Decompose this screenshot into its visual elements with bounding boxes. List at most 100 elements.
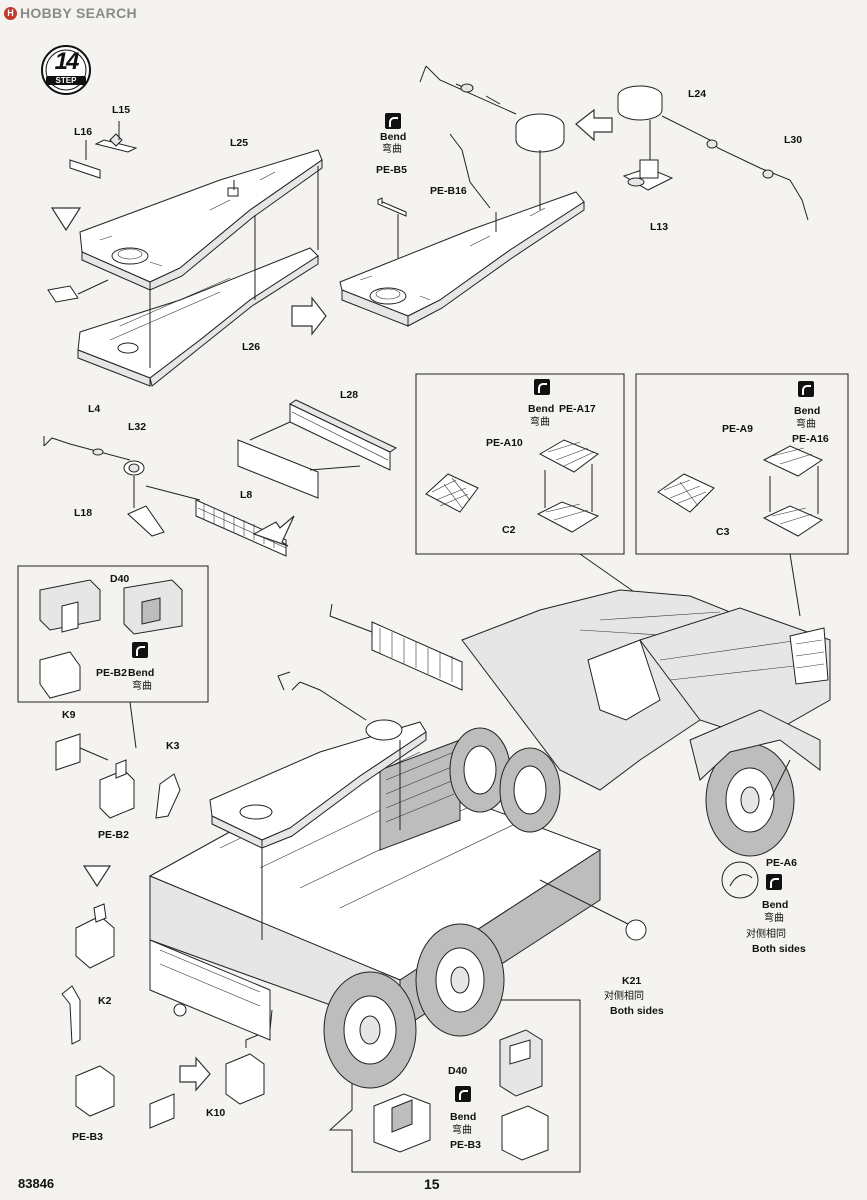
floor-plate-on-truck	[209, 671, 427, 940]
label-PE-B3-bottom: PE-B3	[450, 1139, 481, 1151]
label-PE-B16: PE-B16	[430, 185, 467, 197]
part-L15-drawing	[94, 121, 138, 153]
part-L18-drawing	[127, 505, 165, 537]
label-L15: L15	[112, 104, 131, 116]
step-badge: 14 STEP	[40, 44, 92, 96]
bend-label-pe-a6: Bend	[762, 899, 789, 911]
label-PE-A10: PE-A10	[486, 437, 523, 449]
grid-rack-on-truck	[329, 603, 463, 691]
right-arrow-2	[179, 1056, 211, 1092]
mudguard-part	[789, 627, 829, 685]
box-d40-bottom-drawing	[373, 1029, 549, 1161]
bend-icon-pe-b5	[385, 113, 401, 129]
hinge-lower-left	[75, 903, 115, 969]
label-PE-A6: PE-A6	[766, 857, 797, 869]
bend-label-zh-pe-a6: 弯曲	[764, 913, 784, 924]
bend-label-zh-pe-a17: 弯曲	[530, 417, 550, 428]
part-PE-B3-drawing	[75, 1065, 115, 1117]
label-C2: C2	[502, 524, 516, 536]
both-sides-en-k21: Both sides	[610, 1005, 664, 1017]
label-D40-bottom: D40	[448, 1065, 468, 1077]
brand-text: HOBBY SEARCH	[20, 5, 137, 21]
label-L4: L4	[88, 403, 101, 415]
part-L4-drawing	[43, 436, 131, 461]
part-L24-drawing	[617, 85, 809, 221]
hobby-search-logo-icon: H	[4, 6, 17, 20]
hinge-bottom-centre	[225, 1009, 273, 1105]
label-PE-B5: PE-B5	[376, 164, 407, 176]
bend-icon-pe-a16	[798, 381, 814, 397]
left-down-arrow	[252, 515, 295, 547]
left-arrow-1	[575, 108, 613, 142]
step-number: 14	[54, 48, 80, 75]
down-arrow-1	[50, 207, 82, 232]
label-PE-B2-top: PE-B2	[96, 667, 127, 679]
footer-page-number: 15	[424, 1176, 440, 1192]
part-L8-drawing	[237, 421, 361, 499]
label-K3: K3	[166, 740, 180, 752]
part-PE-B2-drawing	[99, 759, 135, 819]
label-K10: K10	[206, 1107, 226, 1119]
floor-plate-L25	[79, 149, 323, 291]
bend-icon-pe-b3	[455, 1086, 471, 1102]
leader-L25-L26	[149, 166, 319, 368]
label-L16: L16	[74, 126, 93, 138]
bend-label-zh-pe-a16: 弯曲	[796, 419, 816, 430]
part-K10-drawing	[149, 1093, 175, 1129]
part-PE-A6-drawing	[721, 759, 791, 899]
step-word: STEP	[46, 76, 86, 85]
grid-rack	[195, 499, 287, 557]
right-arrow-1	[291, 296, 327, 336]
bend-label-pe-b3: Bend	[450, 1111, 477, 1123]
label-L24: L24	[688, 88, 707, 100]
label-L25: L25	[230, 137, 249, 149]
label-PE-B2: PE-B2	[98, 829, 129, 841]
part-K9-drawing	[55, 733, 109, 771]
callout-box-c3	[635, 373, 849, 555]
label-L26: L26	[242, 341, 261, 353]
bend-icon-pe-a17	[534, 379, 550, 395]
callout-box-c2	[415, 373, 625, 555]
part-K3-drawing	[155, 773, 181, 819]
truck-body	[148, 589, 831, 1089]
label-L32: L32	[128, 421, 147, 433]
label-L13: L13	[650, 221, 669, 233]
label-L30: L30	[784, 134, 803, 146]
both-sides-en-pe-a6: Both sides	[752, 943, 806, 955]
box-c2-drawing	[425, 439, 600, 533]
label-C3: C3	[716, 526, 730, 538]
box-c3-drawing	[657, 445, 824, 537]
part-L13-drawing	[622, 120, 674, 191]
label-PE-A9: PE-A9	[722, 423, 753, 435]
bracket-left	[47, 279, 109, 303]
part-PE-B16-drawing	[449, 133, 491, 209]
label-K2: K2	[98, 995, 112, 1007]
bend-label-zh-pe-b2: 弯曲	[132, 681, 152, 692]
footer-code: 83846	[18, 1176, 55, 1191]
label-K9: K9	[62, 709, 76, 721]
bend-label-zh-pe-b3: 弯曲	[452, 1125, 472, 1136]
box-d40-top-drawing	[39, 579, 183, 699]
bend-label-pe-a16: Bend	[794, 405, 821, 417]
label-PE-A17: PE-A17	[559, 403, 596, 415]
label-L28: L28	[340, 389, 359, 401]
label-D40-top: D40	[110, 573, 130, 585]
bend-icon-pe-b2	[132, 642, 148, 658]
label-PE-A16: PE-A16	[792, 433, 829, 445]
part-K2-drawing	[61, 985, 81, 1045]
part-PE-B5-drawing	[377, 197, 407, 258]
floor-plate-L26	[77, 247, 319, 387]
label-L8: L8	[240, 489, 253, 501]
bend-label-pe-a17: Bend	[528, 403, 555, 415]
bend-label-pe-b5: Bend	[380, 131, 407, 143]
part-L16-drawing	[69, 140, 101, 179]
header-brand: H HOBBY SEARCH	[4, 4, 137, 22]
label-PE-B3: PE-B3	[72, 1131, 103, 1143]
label-K21: K21	[622, 975, 642, 987]
floor-plate-assembled	[339, 191, 585, 327]
label-L18: L18	[74, 507, 93, 519]
callout-box-d40-top	[17, 565, 209, 703]
both-sides-zh-pe-a6: 对侧相同	[746, 929, 786, 940]
part-L28-drawing	[288, 399, 398, 471]
